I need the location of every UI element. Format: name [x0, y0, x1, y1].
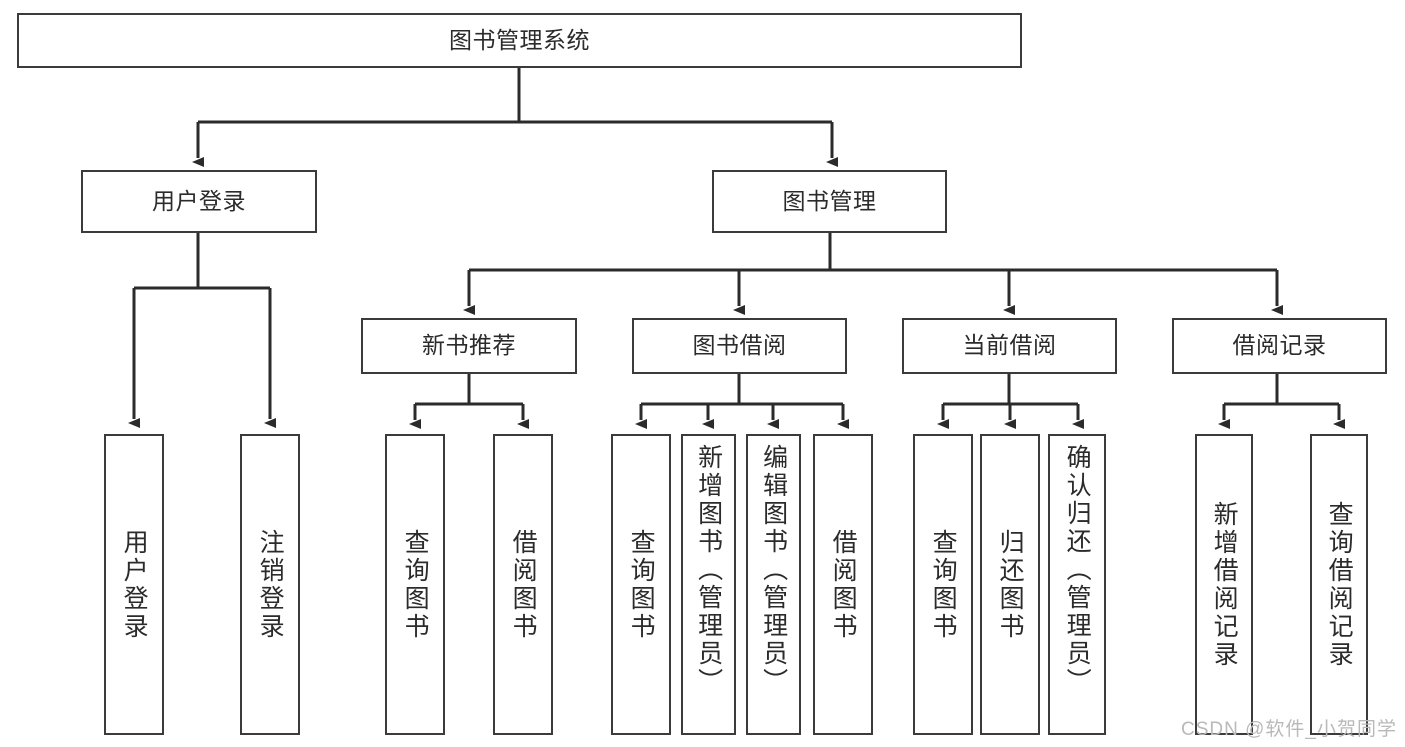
- node-leaf-borrow-book-1-label: 借阅图书: [509, 528, 538, 641]
- node-leaf-query-book-2-label: 查询图书: [627, 528, 656, 641]
- node-new-book-recommend-label: 新书推荐: [422, 332, 516, 359]
- node-current-borrow-label: 当前借阅: [962, 332, 1057, 359]
- node-leaf-user-login[interactable]: 用户登录: [104, 434, 164, 735]
- node-leaf-query-book-3-label: 查询图书: [929, 528, 958, 641]
- node-leaf-add-book[interactable]: 新增图书（管理员）: [681, 434, 736, 735]
- node-leaf-query-book-3[interactable]: 查询图书: [913, 434, 973, 735]
- node-borrow-record-label: 借阅记录: [1232, 332, 1327, 359]
- node-book-borrow[interactable]: 图书借阅: [632, 318, 847, 374]
- node-leaf-query-book-1[interactable]: 查询图书: [385, 434, 445, 735]
- watermark-text: CSDN @软件_小贺同学: [1181, 719, 1397, 740]
- node-leaf-logout-login-label: 注销登录: [256, 528, 285, 641]
- node-leaf-borrow-book-1[interactable]: 借阅图书: [493, 434, 553, 735]
- node-book-management[interactable]: 图书管理: [712, 170, 947, 233]
- node-leaf-query-book-2[interactable]: 查询图书: [611, 434, 671, 735]
- node-user-login[interactable]: 用户登录: [81, 170, 317, 233]
- node-book-borrow-label: 图书借阅: [692, 332, 787, 359]
- node-leaf-query-record-label: 查询借阅记录: [1325, 500, 1354, 669]
- node-leaf-return-book[interactable]: 归还图书: [980, 434, 1040, 735]
- node-leaf-return-book-label: 归还图书: [996, 528, 1025, 641]
- node-leaf-confirm-return-label: 确认归还（管理员）: [1063, 444, 1092, 696]
- node-leaf-edit-book[interactable]: 编辑图书（管理员）: [746, 434, 801, 735]
- node-borrow-record[interactable]: 借阅记录: [1172, 318, 1387, 374]
- node-leaf-add-record-label: 新增借阅记录: [1210, 500, 1239, 669]
- node-leaf-borrow-book-2[interactable]: 借阅图书: [813, 434, 873, 735]
- node-leaf-logout-login[interactable]: 注销登录: [240, 434, 300, 735]
- node-current-borrow[interactable]: 当前借阅: [902, 318, 1117, 374]
- node-leaf-add-book-label: 新增图书（管理员）: [694, 444, 723, 696]
- node-user-login-label: 用户登录: [152, 187, 246, 214]
- node-leaf-query-book-1-label: 查询图书: [401, 528, 430, 641]
- node-root-label: 图书管理系统: [449, 26, 590, 53]
- node-book-management-label: 图书管理: [782, 187, 877, 214]
- node-leaf-edit-book-label: 编辑图书（管理员）: [759, 444, 788, 696]
- node-leaf-query-record[interactable]: 查询借阅记录: [1310, 434, 1368, 735]
- node-leaf-add-record[interactable]: 新增借阅记录: [1195, 434, 1253, 735]
- node-leaf-confirm-return[interactable]: 确认归还（管理员）: [1048, 434, 1106, 735]
- node-root[interactable]: 图书管理系统: [17, 13, 1022, 68]
- node-new-book-recommend[interactable]: 新书推荐: [361, 318, 577, 374]
- node-leaf-user-login-label: 用户登录: [120, 528, 149, 641]
- node-leaf-borrow-book-2-label: 借阅图书: [829, 528, 858, 641]
